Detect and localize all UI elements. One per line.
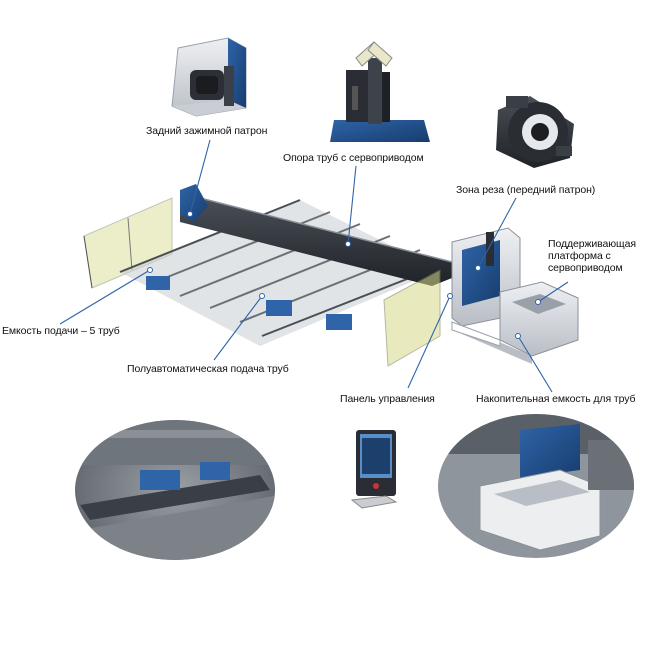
label-semi-auto-feed: Полуавтоматическая подача труб — [127, 363, 289, 375]
control-panel-detail-image — [350, 430, 398, 509]
label-feed-capacity: Емкость подачи – 5 труб — [2, 325, 120, 337]
leader-lines — [59, 139, 569, 393]
factory-photo-left — [75, 420, 275, 560]
servo-support-detail-image — [330, 41, 430, 142]
factory-photo-right — [438, 414, 634, 558]
label-support-platform: Поддерживающая платформа с сервоприводом — [548, 238, 636, 274]
label-cutting-zone: Зона реза (передний патрон) — [456, 184, 596, 196]
front-chuck-detail-image — [496, 96, 574, 168]
label-control-panel: Панель управления — [340, 393, 435, 405]
label-rear-chuck: Задний зажимной патрон — [146, 125, 268, 137]
rear-chuck-detail-image — [171, 37, 247, 117]
label-servo-support: Опора труб с сервоприводом — [283, 152, 424, 164]
machine-main-image — [83, 184, 579, 367]
leader-dots — [147, 211, 541, 339]
label-storage-capacity: Накопительная емкость для труб — [476, 393, 636, 405]
